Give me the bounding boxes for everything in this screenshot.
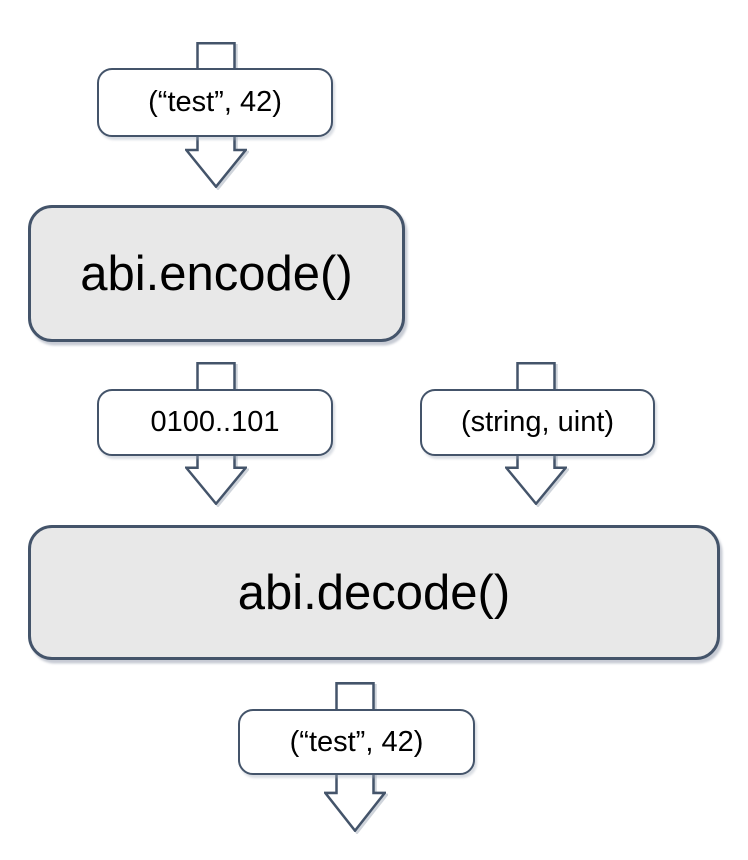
encoded-bytes-label: 0100..101 <box>97 389 333 456</box>
types-tuple-label: (string, uint) <box>420 389 655 456</box>
output-tuple-label: (“test”, 42) <box>238 709 475 775</box>
abi-encode-process-box: abi.encode() <box>28 205 405 342</box>
abi-decode-process-box: abi.decode() <box>28 525 720 660</box>
input-tuple-label: (“test”, 42) <box>97 68 333 137</box>
